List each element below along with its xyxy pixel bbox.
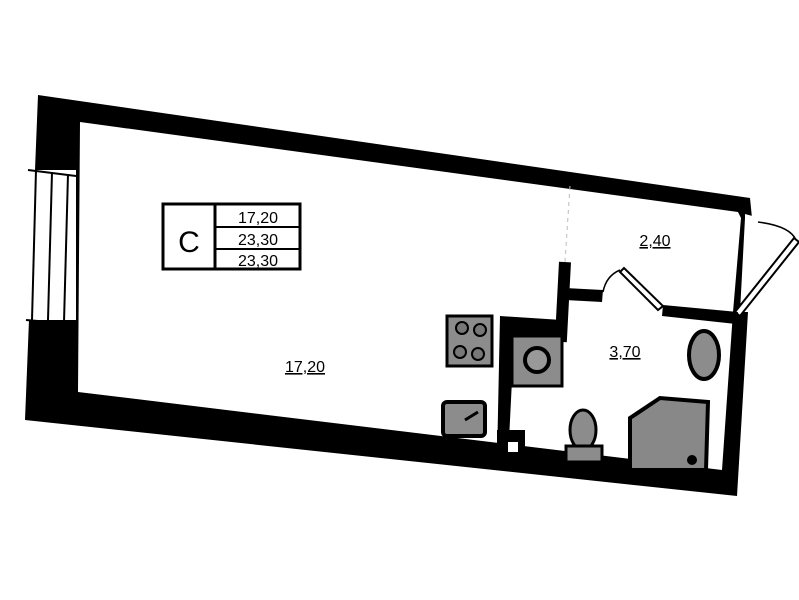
entrance-door-notch [745, 214, 760, 228]
legend-total-area: 23,30 [238, 232, 278, 249]
apartment-legend: C 17,20 23,30 23,30 [161, 202, 302, 271]
legend-total-area-alt: 23,30 [238, 253, 278, 270]
bathroom-sink-icon [687, 329, 721, 381]
window[interactable] [25, 169, 77, 325]
stove-icon [445, 314, 494, 368]
washing-machine-icon [510, 334, 564, 388]
apartment-type: C [178, 226, 200, 259]
room-area-hall: 2,40 [639, 233, 670, 250]
room-area-bathroom: 3,70 [609, 344, 640, 361]
bathroom-door[interactable] [602, 266, 665, 312]
toilet-icon [564, 408, 604, 464]
legend-living-area: 17,20 [238, 210, 278, 227]
shower-tray-icon [628, 395, 711, 472]
kitchen-sink-icon [441, 400, 487, 438]
room-area-living: 17,20 [285, 359, 325, 376]
entrance-door[interactable] [733, 221, 799, 318]
